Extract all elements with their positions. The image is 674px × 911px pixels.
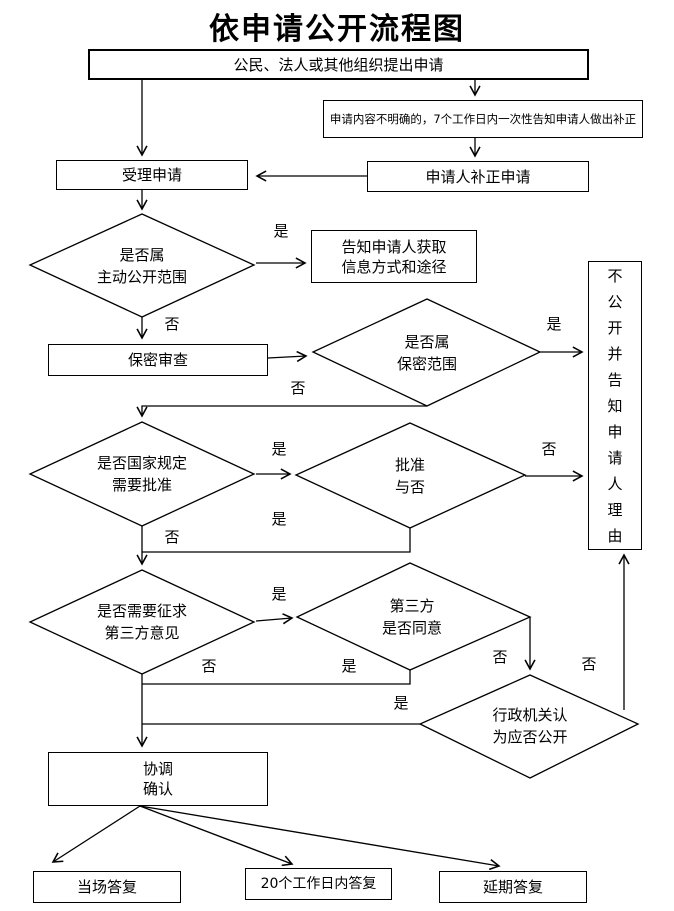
diamond-admin-line1: 行政机关认 — [492, 706, 568, 724]
node-apply: 公民、法人或其他组织提出申请 — [88, 49, 589, 80]
edge-label-no-admin: 否 — [580, 655, 598, 673]
node-in20days: 20个工作日内答复 — [245, 868, 392, 900]
edge-coordinate-to-delayed — [139, 805, 501, 871]
diamond-thirdparty-line2: 第三方意见 — [104, 624, 180, 642]
edge-label-yes-approved: 是 — [270, 510, 288, 528]
edge-agree-yes-merge — [142, 670, 411, 685]
edge-label-yes-thirdparty: 是 — [270, 585, 288, 603]
node-accept-label: 受理申请 — [121, 166, 182, 184]
edge-label-yes-admin: 是 — [392, 694, 410, 712]
diamond-approved-label: 批准 与否 — [395, 454, 425, 498]
edge-secrecy-to-secret — [267, 350, 308, 363]
edge-label-yes-approval: 是 — [270, 440, 288, 458]
diamond-approval-label: 是否国家规定 需要批准 — [97, 452, 187, 496]
edge-label-no-proactive: 否 — [163, 315, 181, 333]
edge-label-no-approval: 否 — [163, 528, 181, 546]
node-secrecy-review: 保密审查 — [48, 344, 268, 376]
node-delayed: 延期答复 — [439, 871, 587, 903]
node-supplement-label: 申请人补正申请 — [425, 167, 531, 186]
edge-thirdparty-yes-agree — [255, 613, 294, 625]
edge-label-no-thirdparty: 否 — [200, 657, 218, 675]
edge-label-yes-agree: 是 — [340, 657, 358, 675]
diamond-secret-line2: 保密范围 — [396, 355, 458, 373]
node-inform-line1: 告知申请人获取 — [341, 237, 447, 256]
node-note-label: 申请内容不明确的，7个工作日内一次性告知申请人做出补正 — [329, 111, 637, 126]
diamond-admin-label: 行政机关认 为应否公开 — [492, 704, 567, 748]
node-coordinate: 协调 确认 — [48, 752, 268, 806]
node-secrecy-review-label: 保密审查 — [127, 351, 188, 369]
node-delayed-label: 延期答复 — [482, 878, 543, 896]
diamond-secret-label: 是否属 保密范围 — [397, 331, 457, 375]
node-coordinate-line2: 确认 — [142, 780, 173, 798]
diamond-proactive-line2: 主动公开范围 — [96, 268, 188, 286]
node-note: 申请内容不明确的，7个工作日内一次性告知申请人做出补正 — [323, 100, 643, 138]
node-accept: 受理申请 — [56, 160, 248, 190]
diamond-agree-line1: 第三方 — [389, 597, 435, 615]
node-no-disclose: 不公开并告知申请人理由 — [588, 261, 642, 550]
diamond-thirdparty-line1: 是否需要征求 — [96, 602, 188, 620]
node-no-disclose-label: 不公开并告知申请人理由 — [607, 266, 623, 545]
diamond-secret-line1: 是否属 — [404, 333, 450, 351]
edge-label-yes-proactive: 是 — [272, 222, 290, 240]
node-onspot: 当场答复 — [33, 871, 181, 903]
node-apply-label: 公民、法人或其他组织提出申请 — [233, 55, 444, 74]
diamond-thirdparty-label: 是否需要征求 第三方意见 — [97, 600, 187, 644]
diamond-proactive-label: 是否属 主动公开范围 — [97, 244, 187, 288]
diamond-proactive-line1: 是否属 — [119, 246, 165, 264]
edge-label-no-secret: 否 — [289, 379, 307, 397]
node-supplement: 申请人补正申请 — [367, 161, 589, 192]
diamond-admin-shape — [418, 674, 640, 779]
diamond-approval-line2: 需要批准 — [111, 476, 173, 494]
page-title: 依申请公开流程图 — [209, 12, 465, 47]
diamond-approved-line1: 批准 — [394, 456, 426, 474]
diamond-agree-label: 第三方 是否同意 — [382, 595, 442, 639]
edge-coordinate-to-in20days — [139, 805, 294, 867]
edge-label-no-approved: 否 — [540, 440, 558, 458]
edge-secret-no-approval — [136, 405, 427, 418]
edge-label-yes-secret: 是 — [545, 315, 563, 333]
node-in20days-label: 20个工作日内答复 — [260, 876, 377, 892]
diamond-approved-line2: 与否 — [394, 478, 426, 496]
node-inform: 告知申请人获取 信息方式和途径 — [311, 230, 477, 283]
diamond-agree-line2: 是否同意 — [381, 619, 443, 637]
diamond-admin-line2: 为应否公开 — [492, 728, 568, 746]
node-inform-line2: 信息方式和途径 — [341, 257, 447, 276]
edge-approved-yes-merge — [142, 528, 411, 553]
node-onspot-label: 当场答复 — [76, 878, 137, 896]
diamond-approval-line1: 是否国家规定 — [96, 454, 188, 472]
edge-coordinate-to-onspot — [51, 805, 141, 863]
edge-label-no-agree: 否 — [491, 648, 509, 666]
node-coordinate-line1: 协调 — [142, 760, 173, 778]
